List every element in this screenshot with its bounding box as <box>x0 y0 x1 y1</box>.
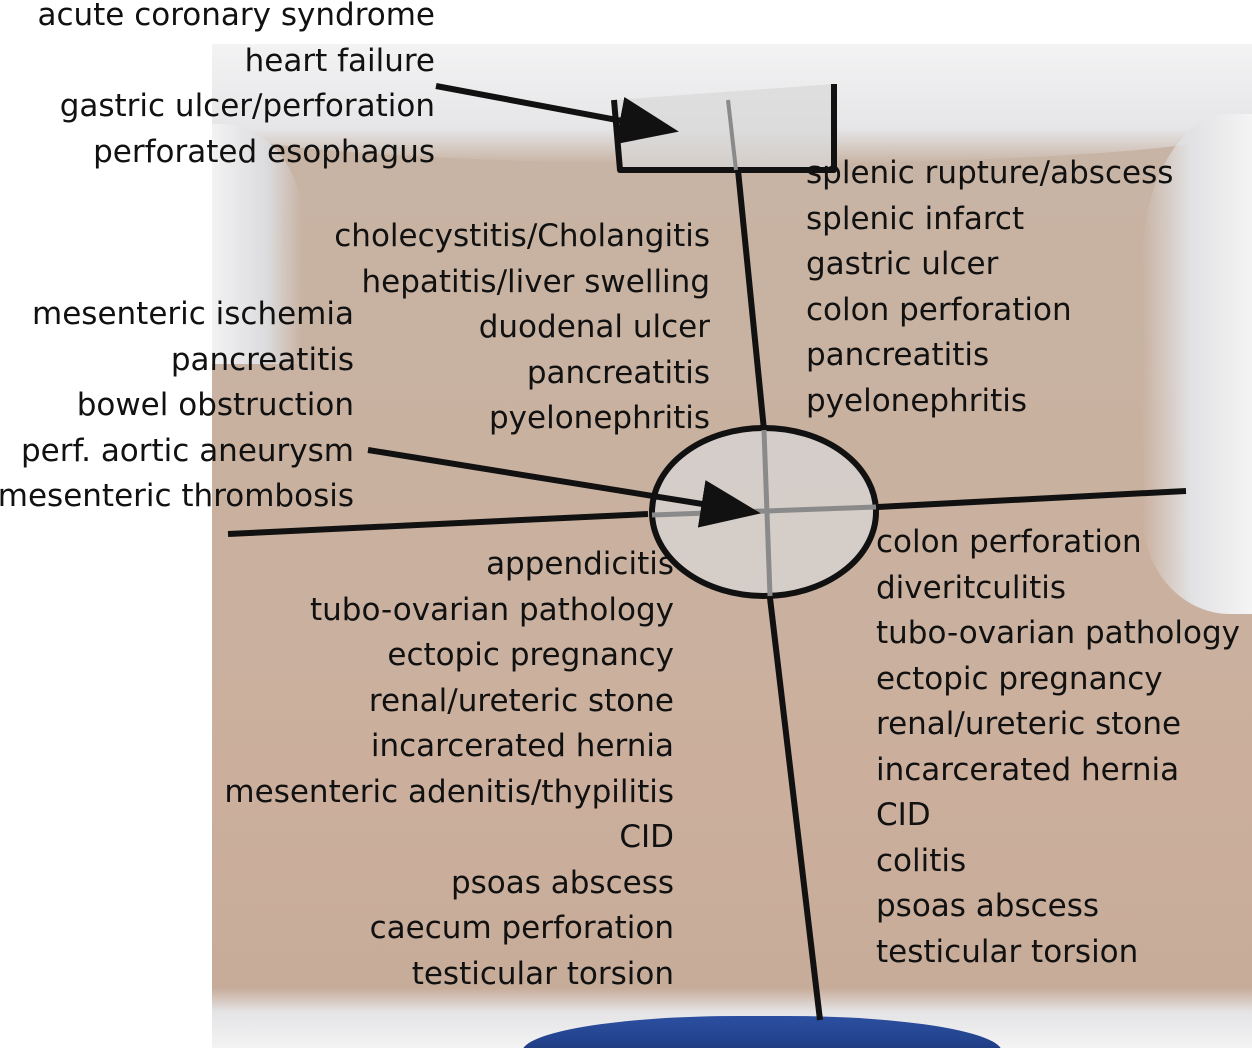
periumbilical-label: bowel obstruction <box>76 387 354 423</box>
epigastric-label: perforated esophagus <box>93 133 435 170</box>
ruq-label: duodenal ulcer <box>478 309 710 345</box>
epigastric-label: gastric ulcer/perforation <box>59 88 435 124</box>
rlq-label: caecum perforation <box>369 910 674 946</box>
llq-label: diveritculitis <box>876 569 1067 606</box>
vertical-axis-upper <box>735 169 767 431</box>
periumbilical-label: perf. aortic aneurysm <box>20 432 354 469</box>
luq-label: splenic rupture/abscess <box>806 155 1174 191</box>
periumbilical-label: pancreatitis <box>170 341 354 378</box>
rlq-label: incarcerated hernia <box>370 728 674 764</box>
llq-label: CID <box>876 797 931 833</box>
left-upper-quadrant-labels: splenic rupture/abscess splenic infarct … <box>806 151 1173 424</box>
ruq-label: pancreatitis <box>526 354 710 391</box>
rlq-label: renal/ureteric stone <box>368 682 674 719</box>
luq-label: pancreatitis <box>806 337 990 373</box>
llq-label: colon perforation <box>876 524 1142 560</box>
ruq-label: cholecystitis/Cholangitis <box>334 218 710 254</box>
llq-label: ectopic pregnancy <box>876 660 1163 697</box>
periumbilical-labels: mesenteric ischemia pancreatitis bowel o… <box>0 292 354 520</box>
rlq-label: testicular torsion <box>411 955 674 992</box>
vertical-axis-lower <box>767 597 823 1021</box>
ruq-label: pyelonephritis <box>489 400 710 436</box>
llq-label: tubo-ovarian pathology <box>876 615 1240 651</box>
llq-label: psoas abscess <box>876 888 1100 924</box>
rlq-label: mesenteric adenitis/thypilitis <box>224 773 674 810</box>
epigastric-box-guide <box>726 99 738 171</box>
horizontal-axis-left <box>227 511 649 537</box>
rlq-label: ectopic pregnancy <box>387 637 674 673</box>
periumbilical-label: mesenteric ischemia <box>32 296 354 332</box>
rlq-label: tubo-ovarian pathology <box>310 591 674 628</box>
right-upper-quadrant-labels: cholecystitis/Cholangitis hepatitis/live… <box>334 214 710 442</box>
luq-label: gastric ulcer <box>806 246 999 282</box>
rlq-label: appendicitis <box>486 546 674 582</box>
shirt-fabric-left <box>212 124 302 364</box>
luq-label: colon perforation <box>806 291 1072 328</box>
rlq-label: psoas abscess <box>450 864 674 901</box>
shirt-fabric-right <box>1142 114 1252 614</box>
llq-label: testicular torsion <box>876 933 1139 970</box>
arrow-to-periumbilical-region <box>367 447 761 528</box>
luq-label: splenic infarct <box>806 200 1025 237</box>
abdomen-photo <box>212 44 1252 1048</box>
llq-label: renal/ureteric stone <box>876 706 1182 742</box>
epigastric-label: acute coronary syndrome <box>37 0 435 33</box>
arrow-to-epigastric-region <box>435 83 679 145</box>
circle-guide-horizontal <box>651 504 877 518</box>
right-lower-quadrant-labels: appendicitis tubo-ovarian pathology ecto… <box>224 542 674 997</box>
horizontal-axis-right <box>877 488 1187 510</box>
llq-label: incarcerated hernia <box>876 751 1180 788</box>
rlq-label: CID <box>619 819 674 855</box>
left-lower-quadrant-labels: colon perforation diveritculitis tubo-ov… <box>876 520 1240 975</box>
epigastric-label: heart failure <box>244 42 435 79</box>
luq-label: pyelonephritis <box>806 382 1027 419</box>
ruq-label: hepatitis/liver swelling <box>361 263 710 300</box>
llq-label: colitis <box>876 842 967 879</box>
periumbilical-label: mesenteric thrombosis <box>0 478 354 514</box>
epigastric-labels: acute coronary syndrome heart failure ga… <box>37 0 435 175</box>
